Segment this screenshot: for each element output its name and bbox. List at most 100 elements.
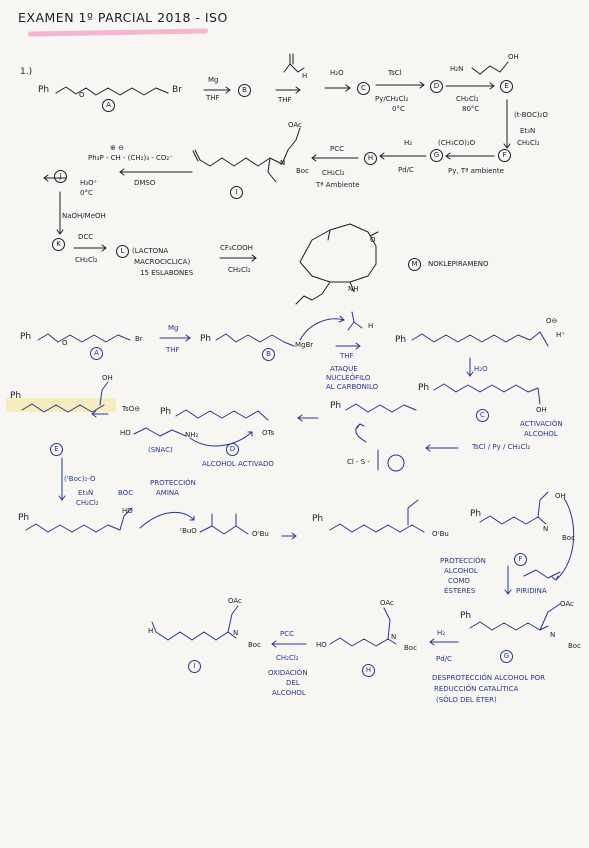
label-h: H — [364, 152, 377, 165]
mech-ph-e: Ph — [10, 391, 22, 401]
mech-del: DEL — [286, 679, 300, 687]
mech-cl-s: Cl - S - — [347, 458, 371, 466]
label-d: D — [430, 80, 443, 93]
mech-oh-e: OH — [102, 374, 113, 382]
mech-o-a: O — [62, 339, 68, 347]
mech-boc-g: Boc — [568, 642, 581, 650]
text-br: Br — [172, 85, 182, 95]
mech-label-b: B — [262, 348, 275, 361]
mech-tbuo: ᵗBuO — [180, 527, 197, 535]
label-f: F — [498, 149, 511, 162]
reagent-dmso: DMSO — [134, 179, 156, 187]
text-ylide-charges: ⊕ ⊖ — [110, 144, 124, 152]
text-eslabones: 15 ESLABONES — [140, 269, 194, 277]
mech-ester: ÉSTERES — [444, 587, 476, 595]
reagent-h2o: H₂O — [330, 69, 344, 77]
mech-h: H — [368, 322, 374, 330]
question-number: 1.) — [20, 67, 33, 77]
reagent-dcc: DCC — [78, 233, 94, 241]
mech-aldehyde — [347, 321, 363, 331]
mech-proteccion-alcohol: PROTECCIÓN — [440, 557, 486, 565]
reagent-thf2: THF — [278, 96, 292, 104]
mech-n-i: N — [233, 629, 239, 637]
mech-label-g: G — [500, 650, 513, 663]
reagent-py: Py/CH₂Cl₂ — [375, 95, 409, 103]
mech-alcohol-o: ALCOHOL — [272, 689, 306, 697]
mech-activacion: ACTIVACIÓN — [520, 420, 563, 428]
mech-desproteccion: DESPROTECCIÓN ALCOHOL POR — [432, 674, 545, 682]
mech-ph-d: Ph — [160, 407, 172, 417]
mech-ph-f1: Ph — [312, 514, 324, 524]
mech-thf: THF — [166, 346, 180, 354]
mech-chain-i — [155, 631, 237, 641]
reagent-tamb: Tª Ambiente — [316, 181, 360, 189]
text-oh: OH — [508, 53, 519, 61]
mech-chain-a — [37, 333, 131, 343]
mech-ch2cl2-f: CH₂Cl₂ — [76, 499, 99, 507]
reagent-et3n: Et₃N — [520, 127, 536, 135]
mech-ots: OTs — [262, 429, 275, 437]
mech-oac-g: OAc — [560, 600, 574, 608]
mech-chain-h — [329, 637, 397, 647]
reagent-pdc: Pd/C — [398, 166, 414, 174]
label-j: J — [54, 170, 67, 183]
mech-chain-b — [215, 333, 295, 347]
mech-boc-lbl: BOC — [118, 489, 134, 497]
mech-tscl-cond: TsCl / Py / CH₂Cl₂ — [472, 443, 531, 451]
mech-mgbr: MgBr — [295, 341, 314, 349]
mech-proteccion-amina: PROTECCIÓN — [150, 479, 196, 487]
mech-boc2o — [199, 525, 249, 535]
label-b: B — [238, 84, 251, 97]
mech-snac-arrow — [189, 431, 253, 447]
mech-label-f: F — [514, 553, 527, 566]
mech-solo-eter: (SÓLO DEL ÉTER) — [436, 696, 497, 704]
text-lactona: (LACTONA — [132, 247, 169, 255]
mech-chain-e — [21, 403, 105, 413]
reagent-h2: H₂ — [404, 139, 413, 147]
mech-tso: TsO⊖ — [122, 405, 141, 413]
text-ph: Ph — [38, 85, 50, 95]
mech-n-g: N — [550, 631, 556, 639]
mech-ch2cl2-h: CH₂Cl₂ — [276, 654, 299, 662]
reagent-ac2o: (CH₃CO)₂O — [438, 139, 476, 147]
mech-boc-h: Boc — [404, 644, 417, 652]
reagent-boc2o: (t-BOC)₂O — [514, 111, 548, 119]
mech-br-a: Br — [135, 335, 143, 343]
label-g: G — [430, 149, 443, 162]
reagent-temp0b: 0°C — [80, 189, 93, 197]
mech-piridina: PIRIDINA — [516, 587, 547, 595]
mech-chain-c — [433, 383, 541, 405]
mech-como: COMO — [448, 577, 470, 585]
reagent-cf3cooh: CF₃COOH — [220, 244, 253, 252]
mech-ph-f: Ph — [470, 509, 482, 519]
mech-chain-c0 — [411, 331, 549, 347]
text-o: O — [79, 91, 85, 99]
mech-ac2o — [523, 569, 561, 579]
mech-ataque: ATAQUE — [330, 365, 358, 373]
mech-boc-f: Boc — [562, 534, 575, 542]
mech-ph-b: Ph — [200, 334, 212, 344]
mech-chain-g — [469, 621, 549, 631]
reagent-mg: Mg — [208, 76, 219, 84]
mech-obu: OᵗBu — [252, 530, 269, 538]
text-macro: MACROCICLICA) — [134, 258, 191, 266]
mech-et3n: Et₃N — [78, 489, 94, 497]
tosyl-ring — [387, 454, 405, 472]
mech-nucleofilo: NUCLEÓFILO — [326, 374, 371, 382]
mech-ph-c0: Ph — [395, 335, 407, 345]
mech-ph-c: Ph — [418, 383, 430, 393]
mech-chain-f0 — [25, 523, 121, 533]
label-k: K — [52, 238, 65, 251]
mech-ho: HO — [120, 429, 131, 437]
aldehyde — [283, 63, 305, 73]
label-m: M — [408, 258, 421, 271]
mech-oxidacion: OXIDACIÓN — [268, 669, 308, 677]
mech-chain-f — [479, 515, 547, 525]
mech-oh-c: OH — [536, 406, 547, 414]
mech-chain-d — [175, 409, 269, 421]
mech-pdc: Pd/C — [436, 655, 452, 663]
mech-chain-c2 — [345, 403, 417, 413]
mech-pcc: PCC — [280, 630, 294, 638]
